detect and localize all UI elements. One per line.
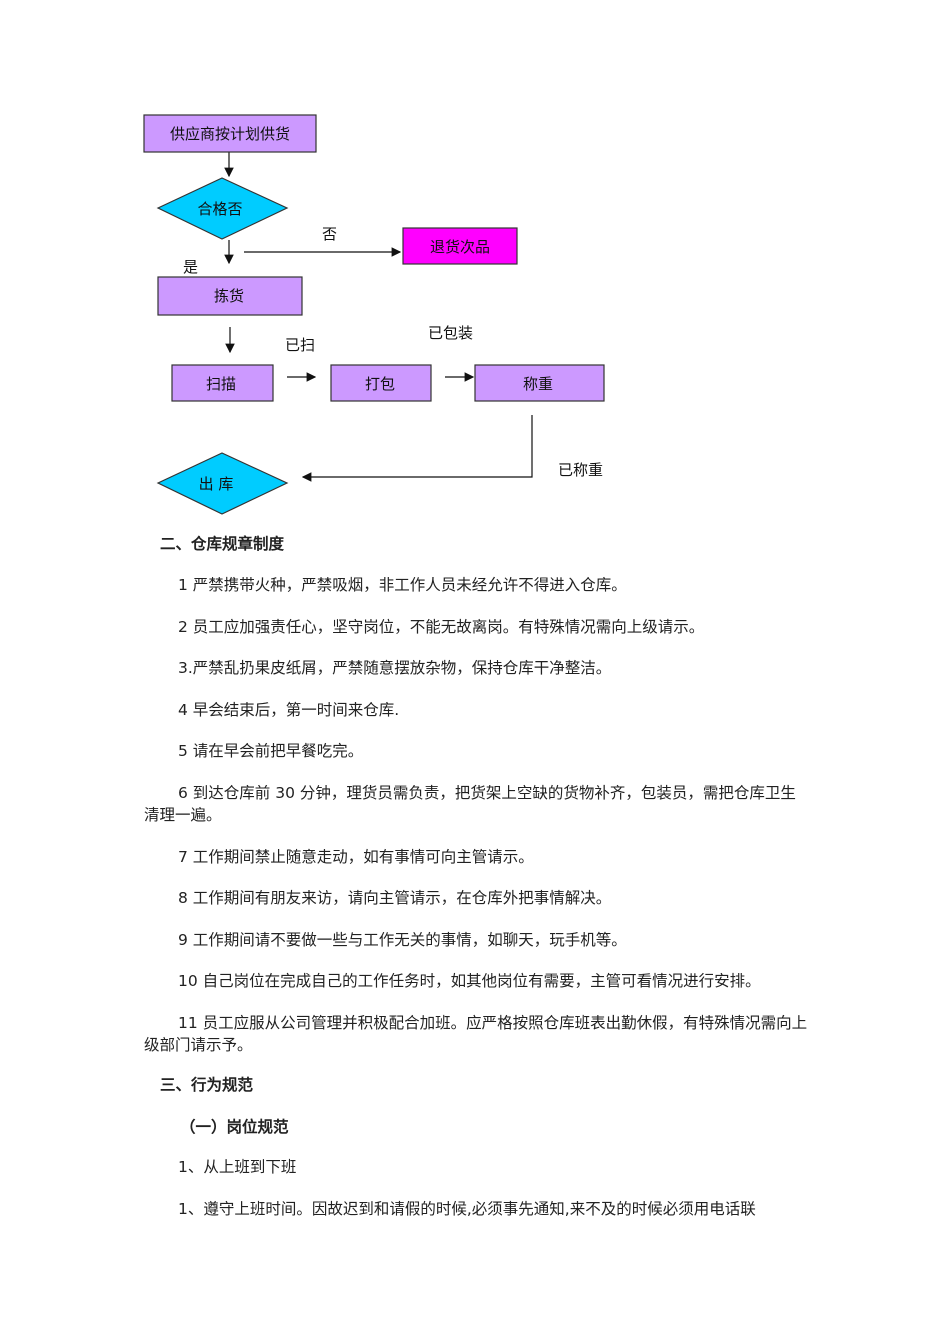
rule-item: 9 工作期间请不要做一些与工作无关的事情，如聊天，玩手机等。	[178, 931, 627, 949]
rule-item: 11 员工应服从公司管理并积极配合加班。应严格按照仓库班表出勤休假，有特殊情况需…	[144, 1014, 808, 1054]
warehouse-flowchart: 供应商按计划供货 合格否 退货次品 拣货 扫描 打包 称重 出 库 否 是 已扫…	[143, 114, 605, 515]
node-weigh	[474, 364, 605, 402]
behavior-item: 1、从上班到下班	[178, 1158, 297, 1176]
node-out	[156, 452, 289, 515]
rule-item: 8 工作期间有朋友来访，请向主管请示，在仓库外把事情解决。	[178, 889, 612, 907]
node-qualified	[156, 177, 289, 240]
rule-item: 10 自己岗位在完成自己的工作任务时，如其他岗位有需要，主管可看情况进行安排。	[178, 972, 761, 990]
rule-item: 1 严禁携带火种，严禁吸烟，非工作人员未经允许不得进入仓库。	[178, 576, 627, 594]
arrow-weigh-to-out	[301, 415, 533, 482]
node-scan	[171, 364, 274, 402]
node-pack-label: 打包	[365, 375, 395, 393]
edge-label-weighed: 已称重	[558, 461, 603, 479]
node-supply	[143, 114, 317, 153]
node-pick-label: 拣货	[214, 287, 244, 305]
behavior-item: 1、遵守上班时间。因故迟到和请假的时候,必须事先通知,来不及的时候必须用电话联	[178, 1200, 756, 1218]
section-heading: 三、行为规范	[160, 1076, 254, 1094]
node-weigh-label: 称重	[523, 375, 553, 393]
rule-item: 2 员工应加强责任心，坚守岗位，不能无故离岗。有特殊情况需向上级请示。	[178, 618, 705, 636]
edge-label-no: 否	[322, 225, 337, 243]
node-pack	[330, 364, 432, 402]
rule-item: 6 到达仓库前 30 分钟，理货员需负责，把货架上空缺的货物补齐，包装员，需把仓…	[144, 784, 796, 824]
node-return	[402, 227, 518, 265]
rule-item: 3.严禁乱扔果皮纸屑，严禁随意摆放杂物，保持仓库干净整洁。	[178, 659, 612, 677]
sub-heading: （一）岗位规范	[180, 1118, 289, 1136]
edge-label-yes: 是	[183, 258, 198, 276]
edge-label-packed: 已包装	[428, 324, 473, 342]
node-supply-label: 供应商按计划供货	[170, 125, 290, 143]
section-heading: 二、仓库规章制度	[160, 535, 285, 553]
node-return-label: 退货次品	[430, 238, 490, 256]
node-out-label: 出 库	[199, 475, 234, 493]
node-qualified-label: 合格否	[197, 200, 242, 218]
rule-item: 7 工作期间禁止随意走动，如有事情可向主管请示。	[178, 848, 534, 866]
edge-label-scanned: 已扫	[285, 336, 315, 354]
rule-item: 5 请在早会前把早餐吃完。	[178, 742, 364, 760]
node-pick	[157, 276, 303, 316]
node-scan-label: 扫描	[206, 375, 236, 393]
rule-item: 4 早会结束后，第一时间来仓库.	[178, 701, 400, 719]
